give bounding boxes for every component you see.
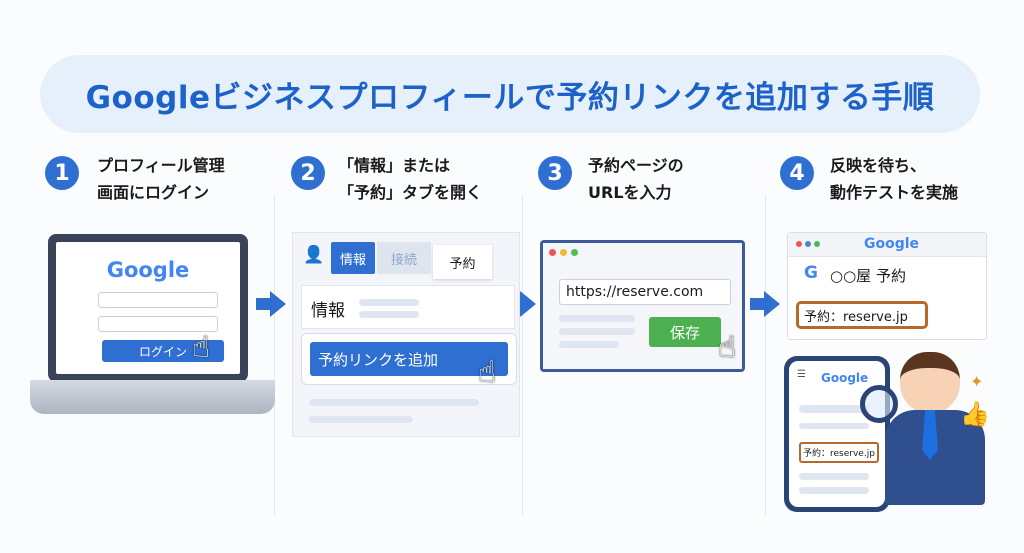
step-2-text: 「情報」または「予約」タブを開く bbox=[338, 152, 482, 206]
step-2-line1: 「情報」または bbox=[338, 156, 451, 175]
step-number-2: 2 bbox=[291, 156, 325, 190]
info-label: 情報 bbox=[311, 301, 345, 321]
search-results-panel: Google G ○○屋 予約 予約：reserve.jp bbox=[787, 232, 987, 340]
person-face bbox=[900, 352, 960, 414]
arrow-icon bbox=[750, 291, 780, 317]
tab-connect[interactable]: 接続 bbox=[377, 242, 431, 274]
add-reservation-link-button[interactable]: 予約リンクを追加 bbox=[310, 342, 508, 376]
step-3-line2: URLを入力 bbox=[588, 183, 672, 202]
magnifier-icon bbox=[860, 385, 898, 423]
add-link-card: 予約リンクを追加 bbox=[301, 333, 517, 385]
step-4-text: 反映を待ち、動作テストを実施 bbox=[830, 152, 958, 206]
settings-panel: 👤 情報 接続 予約 情報 予約リンクを追加 bbox=[292, 232, 520, 437]
password-field[interactable] bbox=[98, 316, 218, 332]
google-g-icon: G bbox=[804, 263, 818, 283]
divider bbox=[765, 195, 766, 515]
google-logo: Google bbox=[864, 236, 920, 252]
menu-icon: ☰ bbox=[797, 369, 806, 380]
tab-reservation[interactable]: 予約 bbox=[433, 245, 492, 279]
arrow-icon bbox=[256, 291, 286, 317]
browser-window: https://reserve.com 保存 bbox=[540, 240, 745, 372]
window-controls bbox=[549, 249, 578, 256]
laptop-screen: Google ログイン bbox=[48, 234, 248, 382]
window-controls bbox=[796, 241, 820, 247]
step-number-4: 4 bbox=[780, 156, 814, 190]
page-title: Googleビジネスプロフィールで予約リンクを追加する手順 bbox=[40, 55, 980, 133]
step-1-line1: プロフィール管理 bbox=[97, 156, 225, 175]
smartphone: ☰ Google 予約：reserve.jp bbox=[784, 356, 890, 512]
pointer-hand-icon: ☝ bbox=[192, 330, 211, 365]
necktie bbox=[922, 410, 938, 460]
step-4-line1: 反映を待ち、 bbox=[830, 156, 927, 175]
step-4-line2: 動作テストを実施 bbox=[830, 183, 959, 202]
tab-info[interactable]: 情報 bbox=[331, 242, 375, 274]
divider bbox=[522, 195, 523, 515]
url-input[interactable]: https://reserve.com bbox=[559, 279, 731, 305]
step-number-1: 1 bbox=[45, 156, 79, 190]
reservation-link-result[interactable]: 予約：reserve.jp bbox=[796, 301, 928, 329]
google-logo: Google bbox=[821, 371, 869, 385]
user-icon: 👤 bbox=[303, 245, 325, 265]
sparkle-icon: ✦ bbox=[970, 372, 984, 391]
laptop-base bbox=[30, 380, 275, 414]
step-2-line2: 「予約」タブを開く bbox=[338, 183, 483, 202]
step-3-line1: 予約ページの bbox=[588, 156, 684, 175]
google-logo: Google bbox=[106, 258, 190, 282]
thumbs-up-icon: 👍 bbox=[960, 400, 990, 428]
info-section: 情報 bbox=[301, 285, 515, 329]
step-number-3: 3 bbox=[538, 156, 572, 190]
pointer-hand-icon: ☝ bbox=[478, 355, 497, 390]
pointer-hand-icon: ☝ bbox=[718, 330, 737, 365]
step-3-text: 予約ページの URLを入力 bbox=[588, 152, 684, 206]
save-button[interactable]: 保存 bbox=[649, 317, 721, 347]
phone-reservation-result: 予約：reserve.jp bbox=[799, 442, 879, 463]
login-button[interactable]: ログイン bbox=[102, 340, 224, 362]
divider bbox=[274, 195, 275, 515]
email-field[interactable] bbox=[98, 292, 218, 308]
step-1-text: プロフィール管理画面にログイン bbox=[97, 152, 225, 206]
search-query: ○○屋 予約 bbox=[830, 267, 906, 285]
step-1-line2: 画面にログイン bbox=[97, 183, 210, 202]
